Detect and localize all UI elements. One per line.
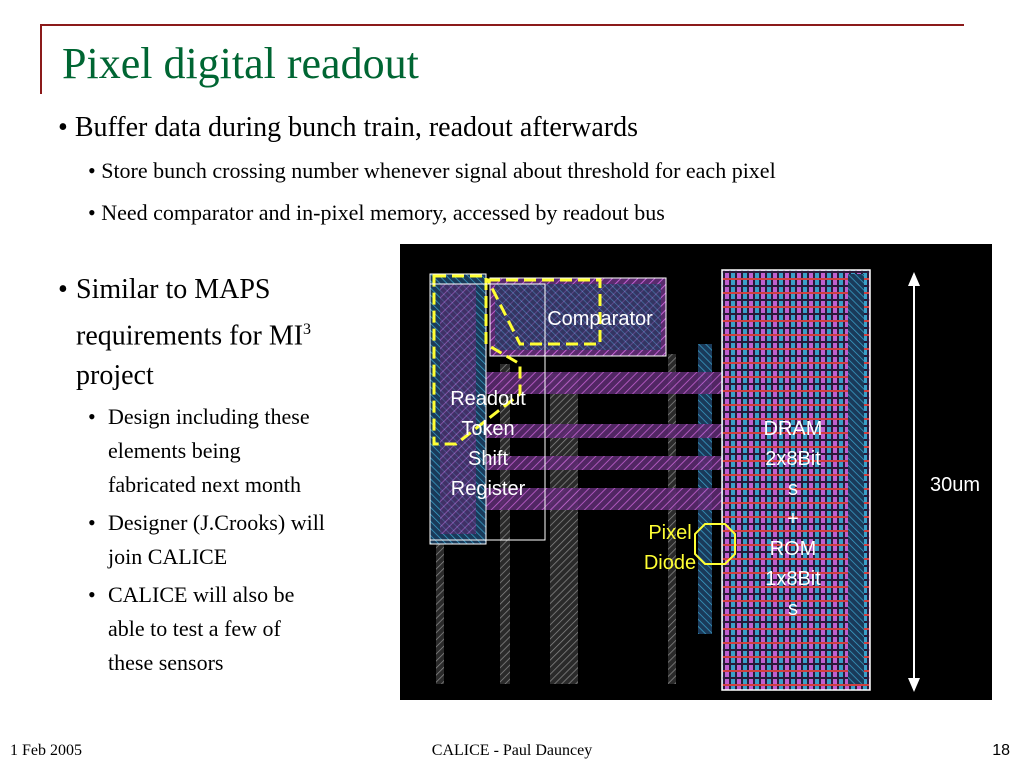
sub-bullet-3: • CALICE will also be able to test a few… <box>58 578 398 680</box>
top-rule <box>40 24 964 26</box>
superscript: 3 <box>303 321 312 338</box>
side-bullets: • Similar to MAPS requirements for MI3 p… <box>58 270 398 680</box>
label-line: Shift <box>467 448 509 470</box>
label-line: Pixel <box>648 522 692 544</box>
bullet-line: project <box>76 360 154 392</box>
bullet-dot: • <box>88 510 96 536</box>
bullet-dot: • <box>58 112 68 143</box>
bullet-dot: • <box>88 200 96 225</box>
bullet-1: • Buffer data during bunch train, readou… <box>58 112 638 144</box>
pixel-diode-label: Pixel Diode <box>634 518 706 578</box>
bullet-line: join CALICE <box>108 544 228 570</box>
scale-label: 30um <box>929 474 981 496</box>
bullet-dot: • <box>88 158 96 183</box>
bullet-text: Need comparator and in-pixel memory, acc… <box>101 200 665 225</box>
bullet-line: Similar to MAPS <box>76 274 271 305</box>
label-line: 1x8Bit <box>765 568 821 590</box>
readout-register-label: Readout Token Shift Register <box>438 384 538 504</box>
bullet-dot: • <box>88 404 96 430</box>
bullet-dot: • <box>58 274 68 305</box>
footer-center: CALICE - Paul Dauncey <box>431 742 593 759</box>
slide-title: Pixel digital readout <box>62 39 419 88</box>
bullet-line: these sensors <box>108 650 224 676</box>
bullet-1-1: • Store bunch crossing number whenever s… <box>88 158 776 184</box>
label-line: + <box>787 508 799 530</box>
bullet-line: fabricated next month <box>108 472 302 498</box>
bullet-dot: • <box>88 582 96 608</box>
label-line: ROM <box>769 538 817 560</box>
bullet-line: elements being <box>108 438 241 464</box>
bullet-line: Designer (J.Crooks) will <box>108 510 325 536</box>
label-line: DRAM <box>763 418 823 440</box>
chip-layout-image: Comparator Readout Token Shift Register … <box>400 244 992 700</box>
bullet-text: Buffer data during bunch train, readout … <box>74 112 638 143</box>
bullet-line-text: requirements for MI <box>76 320 304 352</box>
bullet-text: Store bunch crossing number whenever sig… <box>101 158 776 183</box>
chip-layout-drawing <box>429 269 920 692</box>
bullet-line: requirements for MI3 <box>76 310 398 356</box>
label-line: Diode <box>643 552 697 574</box>
bullet-1-2: • Need comparator and in-pixel memory, a… <box>88 200 665 226</box>
left-rule <box>40 24 42 94</box>
footer-date: 1 Feb 2005 <box>10 742 82 759</box>
sub-bullet-1: • Design including these elements being … <box>58 400 398 502</box>
bullet-line: Design including these <box>108 404 310 430</box>
label-line: s <box>788 598 798 620</box>
label-line: Readout <box>450 388 526 410</box>
label-line: Token <box>461 418 515 440</box>
label-line: Register <box>450 478 526 500</box>
label-line: s <box>788 478 798 500</box>
label-line: 2x8Bit <box>765 448 821 470</box>
page-number: 18 <box>992 742 1010 759</box>
bullet-line: CALICE will also be <box>108 582 295 608</box>
bullet-line: able to test a few of <box>108 616 281 642</box>
dram-rom-label: DRAM 2x8Bit s + ROM 1x8Bit s <box>748 414 838 624</box>
sub-bullet-2: • Designer (J.Crooks) will join CALICE <box>58 506 398 574</box>
comparator-label: Comparator <box>547 308 653 330</box>
bullet-2: • Similar to MAPS requirements for MI3 p… <box>58 270 398 396</box>
